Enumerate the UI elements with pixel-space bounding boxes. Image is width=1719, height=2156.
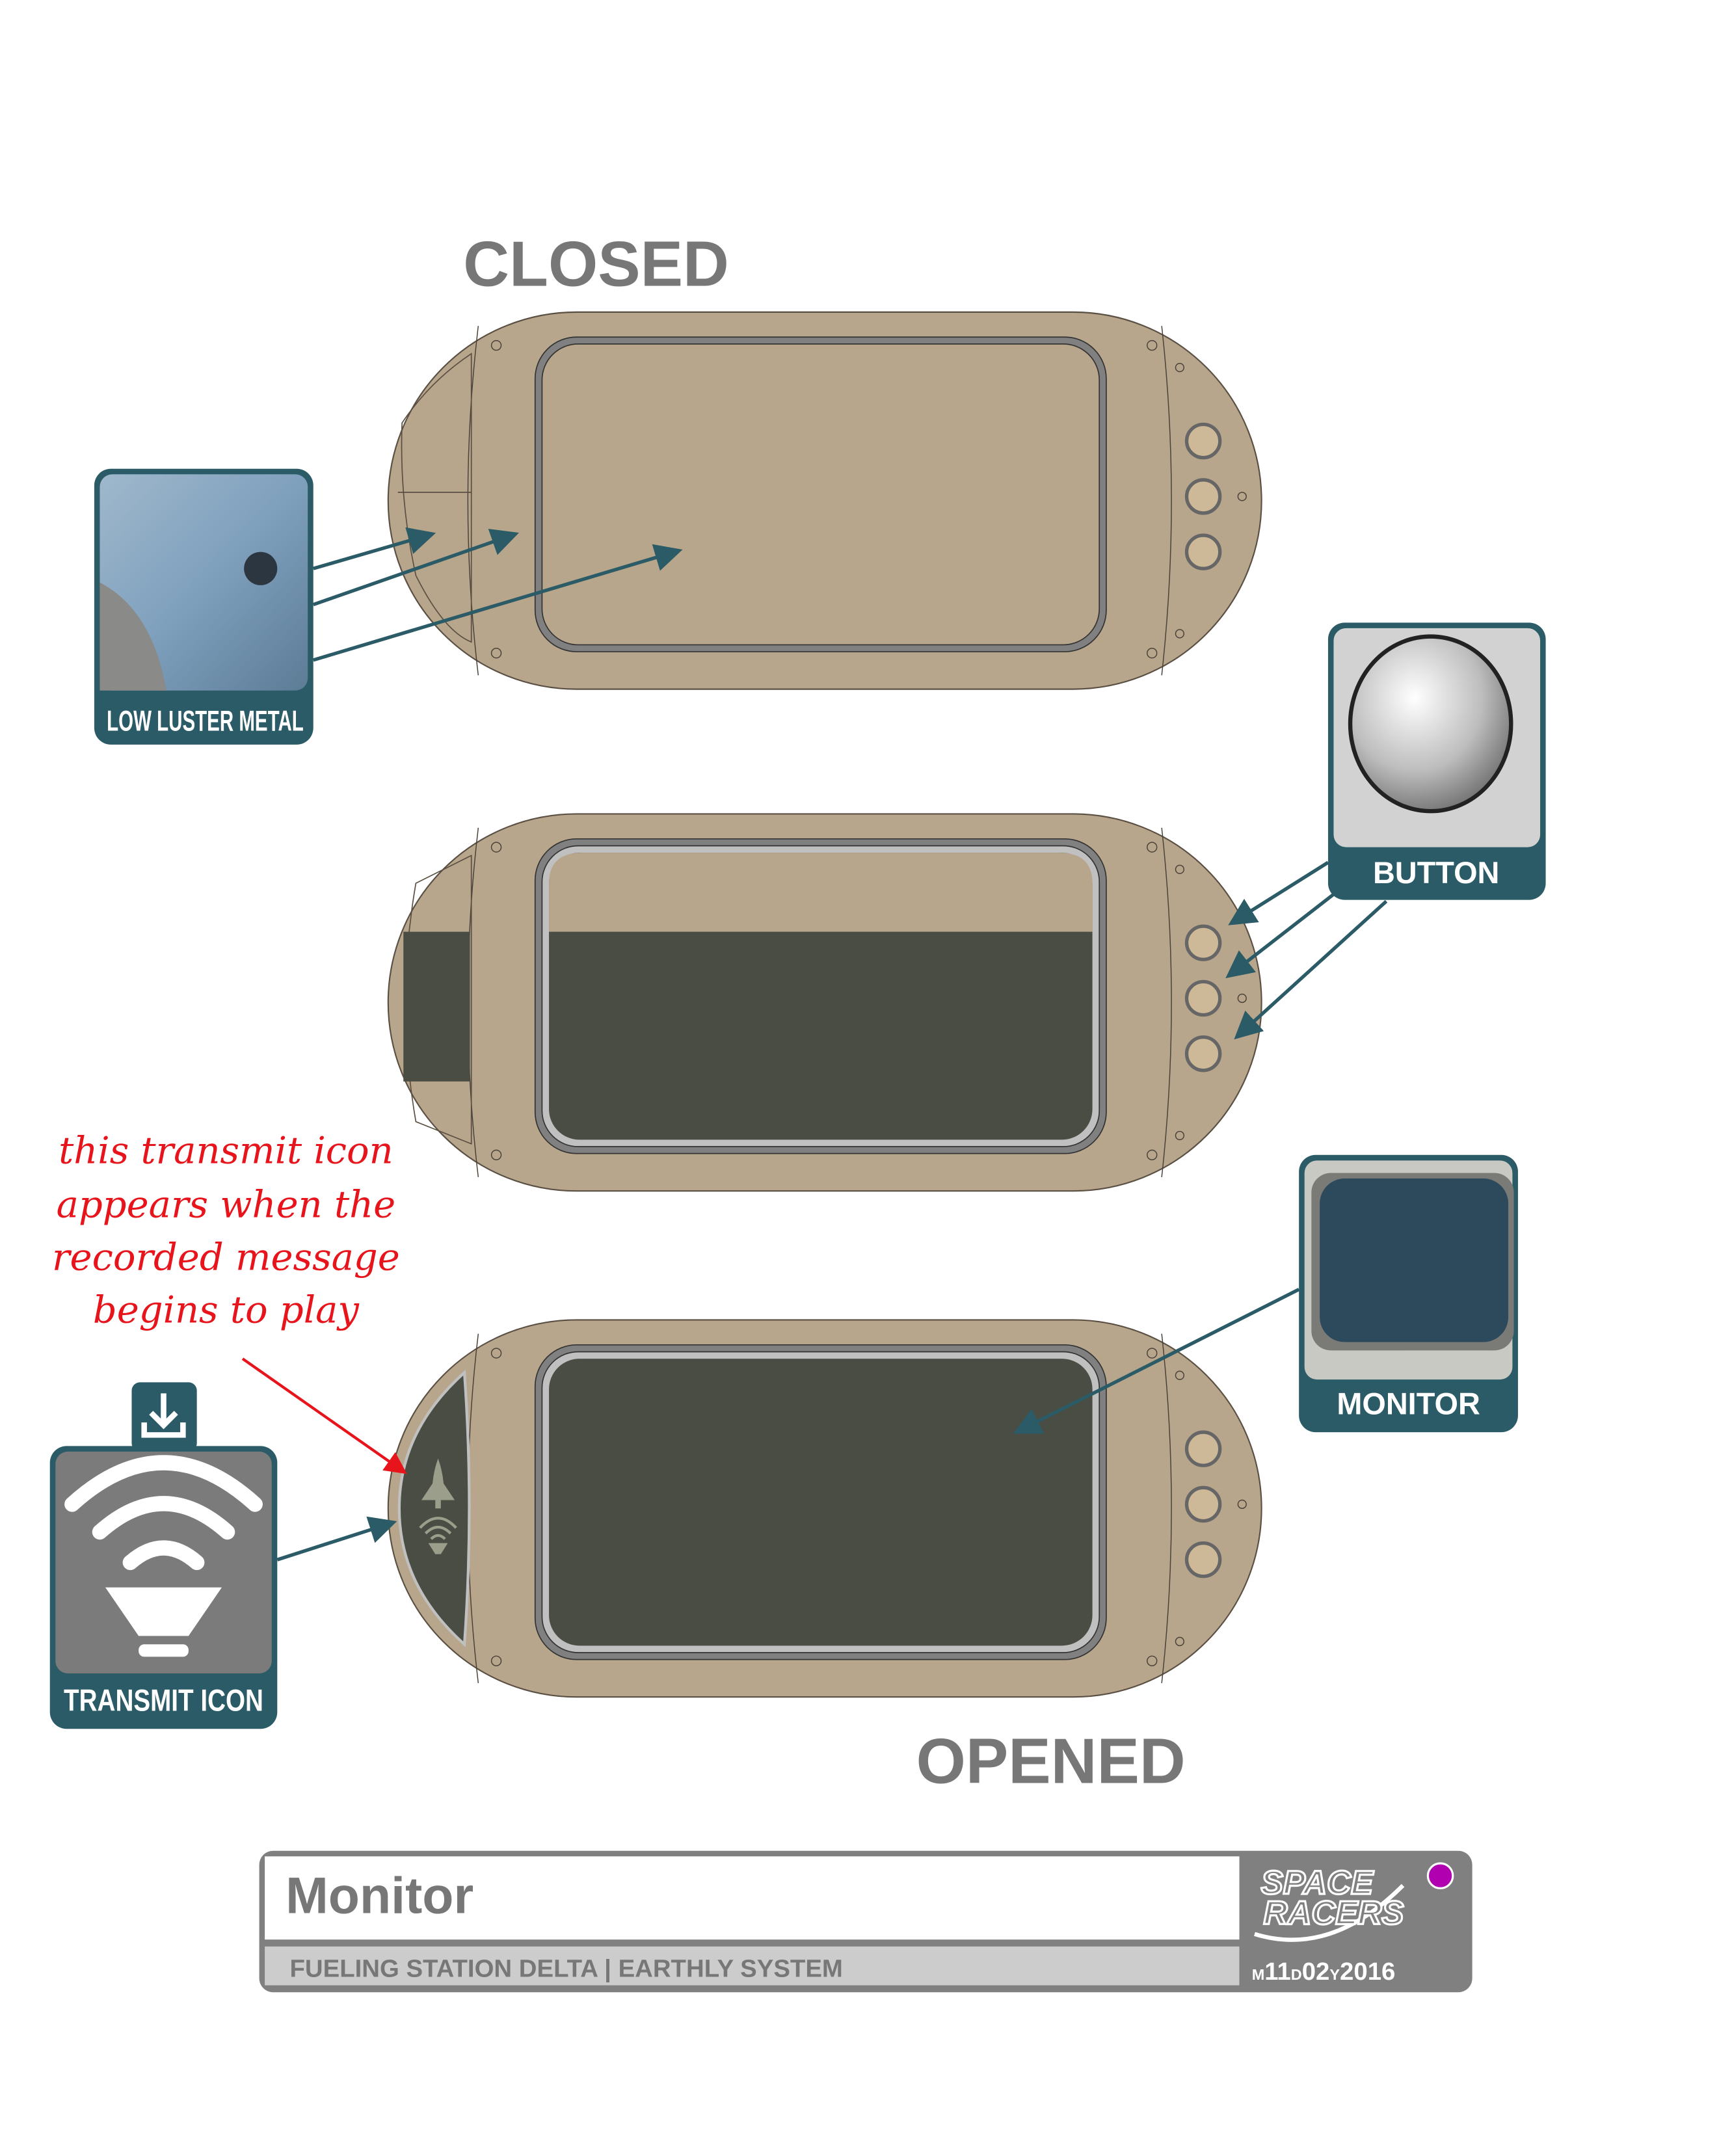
callout-monitor: MONITOR [1299,1154,1518,1433]
svg-text:begins to play: begins to play [93,1288,360,1332]
annotation-arrow [241,1357,407,1474]
svg-text:LOW LUSTER METAL: LOW LUSTER METAL [107,705,304,738]
rocket-icon [421,1458,455,1509]
monitor-screen [549,1359,1093,1646]
side-display [397,1369,471,1647]
closed-label: CLOSED [463,228,729,299]
callout-arrows-metal [312,527,683,662]
status-dot [1426,1862,1454,1889]
svg-text:TRANSMIT ICON: TRANSMIT ICON [64,1684,263,1718]
device-closed [388,312,1262,689]
download-icon [141,1393,186,1438]
callout-arrows-button [1225,860,1388,1040]
callout-low-luster-metal: LOW LUSTER METAL [94,468,313,745]
title-block: Monitor FUELING STATION DELTA | EARTHLY … [259,1850,1472,1993]
callout-arrow-monitor [1013,1288,1300,1434]
device-opened [388,1320,1262,1697]
chrome-button-image [1348,634,1513,814]
svg-text:SPACE: SPACE [1261,1864,1374,1901]
svg-text:recorded message: recorded message [52,1236,400,1279]
device-partially-open [388,814,1262,1191]
svg-text:MONITOR: MONITOR [1337,1387,1480,1420]
document-title: Monitor [286,1867,473,1924]
transmit-icon-large [64,1455,263,1571]
crt-monitor-image [1320,1178,1509,1342]
callout-arrow-transmit [276,1516,397,1562]
document-date: M11D02Y2016 [1252,1958,1396,1986]
callout-transmit-icon: TRANSMIT ICON [49,1382,278,1729]
space-racers-logo: SPACE RACERS [1254,1863,1405,1942]
annotation-note: this transmit icon appears when the reco… [52,1129,400,1332]
transmit-icon-small [419,1517,457,1554]
callout-button: BUTTON [1327,622,1546,900]
metal-swatch-image [100,474,308,691]
document-subtitle: FUELING STATION DELTA | EARTHLY SYSTEM [289,1955,842,1983]
svg-text:RACERS: RACERS [1263,1895,1404,1932]
svg-text:appears when the: appears when the [57,1183,396,1227]
svg-text:BUTTON: BUTTON [1373,856,1499,890]
opened-label: OPENED [916,1725,1186,1796]
svg-text:this transmit icon: this transmit icon [59,1129,393,1173]
